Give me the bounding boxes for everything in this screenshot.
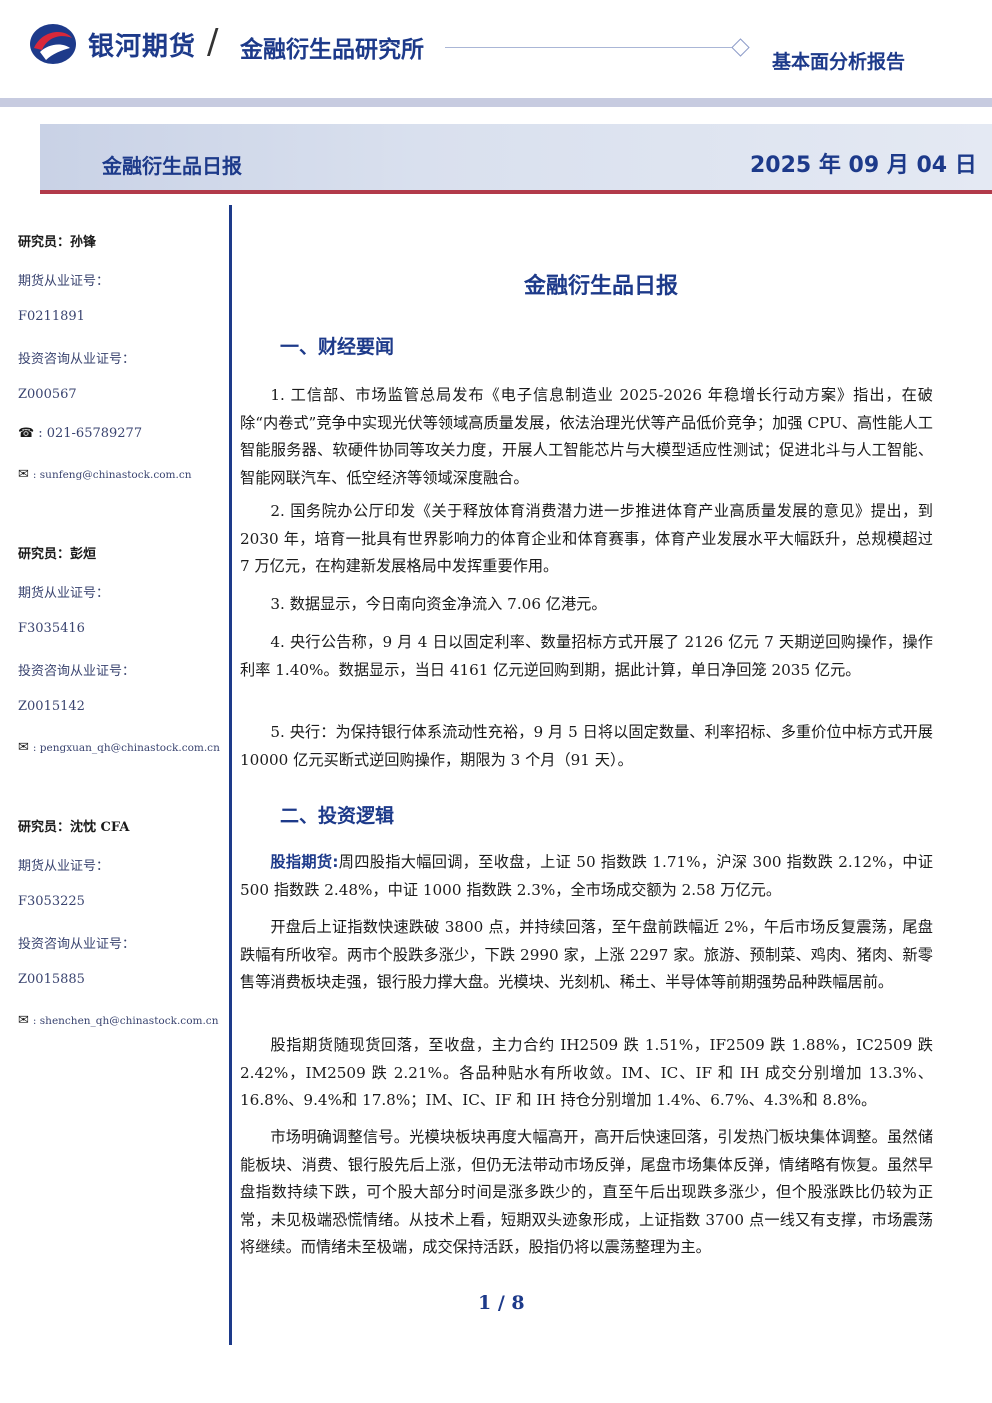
futures-license-label: 期货从业证号：	[18, 274, 110, 289]
futures-license-id: F3053225	[18, 894, 85, 909]
analyst-name: 研究员：彭烜	[18, 547, 97, 562]
section-heading-news: 一、财经要闻	[280, 336, 395, 358]
futures-license-id: F0211891	[18, 309, 85, 324]
analyst-phone: ☎: 021-65789277	[18, 426, 143, 441]
consult-license-id: Z0015142	[18, 699, 85, 714]
page-number: 1 / 8	[478, 1292, 525, 1314]
news-item: 4. 央行公告称，9 月 4 日以固定利率、数量招标方式开展了 2126 亿元 …	[240, 633, 933, 679]
consult-license-label: 投资咨询从业证号：	[18, 937, 136, 952]
analyst-email[interactable]: ✉: pengxuan_qh@chinastock.com.cn	[18, 740, 220, 755]
news-item: 3. 数据显示，今日南向资金净流入 7.06 亿港元。	[270, 595, 607, 613]
news-item: 1. 工信部、市场监管总局发布《电子信息制造业 2025-2026 年稳增长行动…	[240, 386, 933, 487]
analyst-email[interactable]: ✉: sunfeng@chinastock.com.cn	[18, 467, 192, 482]
section-heading-logic: 二、投资逻辑	[280, 805, 395, 827]
email-icon: ✉	[18, 467, 29, 482]
diamond-icon	[731, 38, 750, 57]
document-title: 金融衍生品日报	[523, 274, 678, 299]
brand-separator: /	[207, 22, 219, 62]
logic-paragraph: 股指期货:周四股指大幅回调，至收盘，上证 50 指数跌 1.71%，沪深 300…	[240, 849, 933, 904]
logic-paragraph: 市场明确调整信号。光模块板块再度大幅高开，高开后快速回落，引发热门板块集体调整。…	[240, 1128, 933, 1256]
logic-lead-text: 周四股指大幅回调，至收盘，上证 50 指数跌 1.71%，沪深 300 指数跌 …	[240, 853, 934, 899]
consult-license-label: 投资咨询从业证号：	[18, 352, 136, 367]
galaxy-logo-icon	[30, 24, 76, 64]
email-icon: ✉	[18, 1013, 29, 1028]
title-banner	[40, 124, 992, 192]
header-rule	[445, 47, 735, 48]
news-item: 2. 国务院办公厅印发《关于释放体育消费潜力进一步推进体育产业高质量发展的意见》…	[240, 502, 933, 575]
consult-license-id: Z000567	[18, 387, 77, 402]
phone-icon: ☎	[18, 426, 35, 441]
news-item: 5. 央行：为保持银行体系流动性充裕，9 月 5 日将以固定数量、利率招标、多重…	[240, 723, 933, 769]
header-band	[0, 98, 992, 107]
analyst-name: 研究员：沈忱 CFA	[18, 820, 130, 835]
banner-title: 金融衍生品日报	[102, 154, 242, 178]
logic-paragraph: 开盘后上证指数快速跌破 3800 点，并持续回落，至午盘前跌幅近 2%，午后市场…	[240, 918, 933, 991]
analyst-email[interactable]: ✉: shenchen_qh@chinastock.com.cn	[18, 1013, 219, 1028]
futures-license-label: 期货从业证号：	[18, 859, 110, 874]
brand-name: 银河期货	[88, 32, 197, 62]
logic-paragraph: 股指期货随现货回落，至收盘，主力合约 IH2509 跌 1.51%，IF2509…	[240, 1036, 933, 1109]
report-type: 基本面分析报告	[772, 51, 906, 73]
email-icon: ✉	[18, 740, 29, 755]
email-address[interactable]: sunfeng@chinastock.com.cn	[39, 469, 192, 481]
logic-lead: 股指期货:	[270, 853, 339, 871]
futures-license-label: 期货从业证号：	[18, 586, 110, 601]
consult-license-id: Z0015885	[18, 972, 85, 987]
phone-number: 021-65789277	[46, 426, 143, 441]
consult-license-label: 投资咨询从业证号：	[18, 664, 136, 679]
institute-name: 金融衍生品研究所	[240, 37, 424, 63]
email-address[interactable]: pengxuan_qh@chinastock.com.cn	[39, 742, 220, 754]
sidebar-divider	[229, 205, 232, 1345]
banner-underline	[40, 190, 992, 194]
email-address[interactable]: shenchen_qh@chinastock.com.cn	[39, 1015, 219, 1027]
futures-license-id: F3035416	[18, 621, 85, 636]
analyst-name: 研究员：孙锋	[18, 235, 97, 250]
report-date: 2025 年 09 月 04 日	[750, 153, 977, 178]
